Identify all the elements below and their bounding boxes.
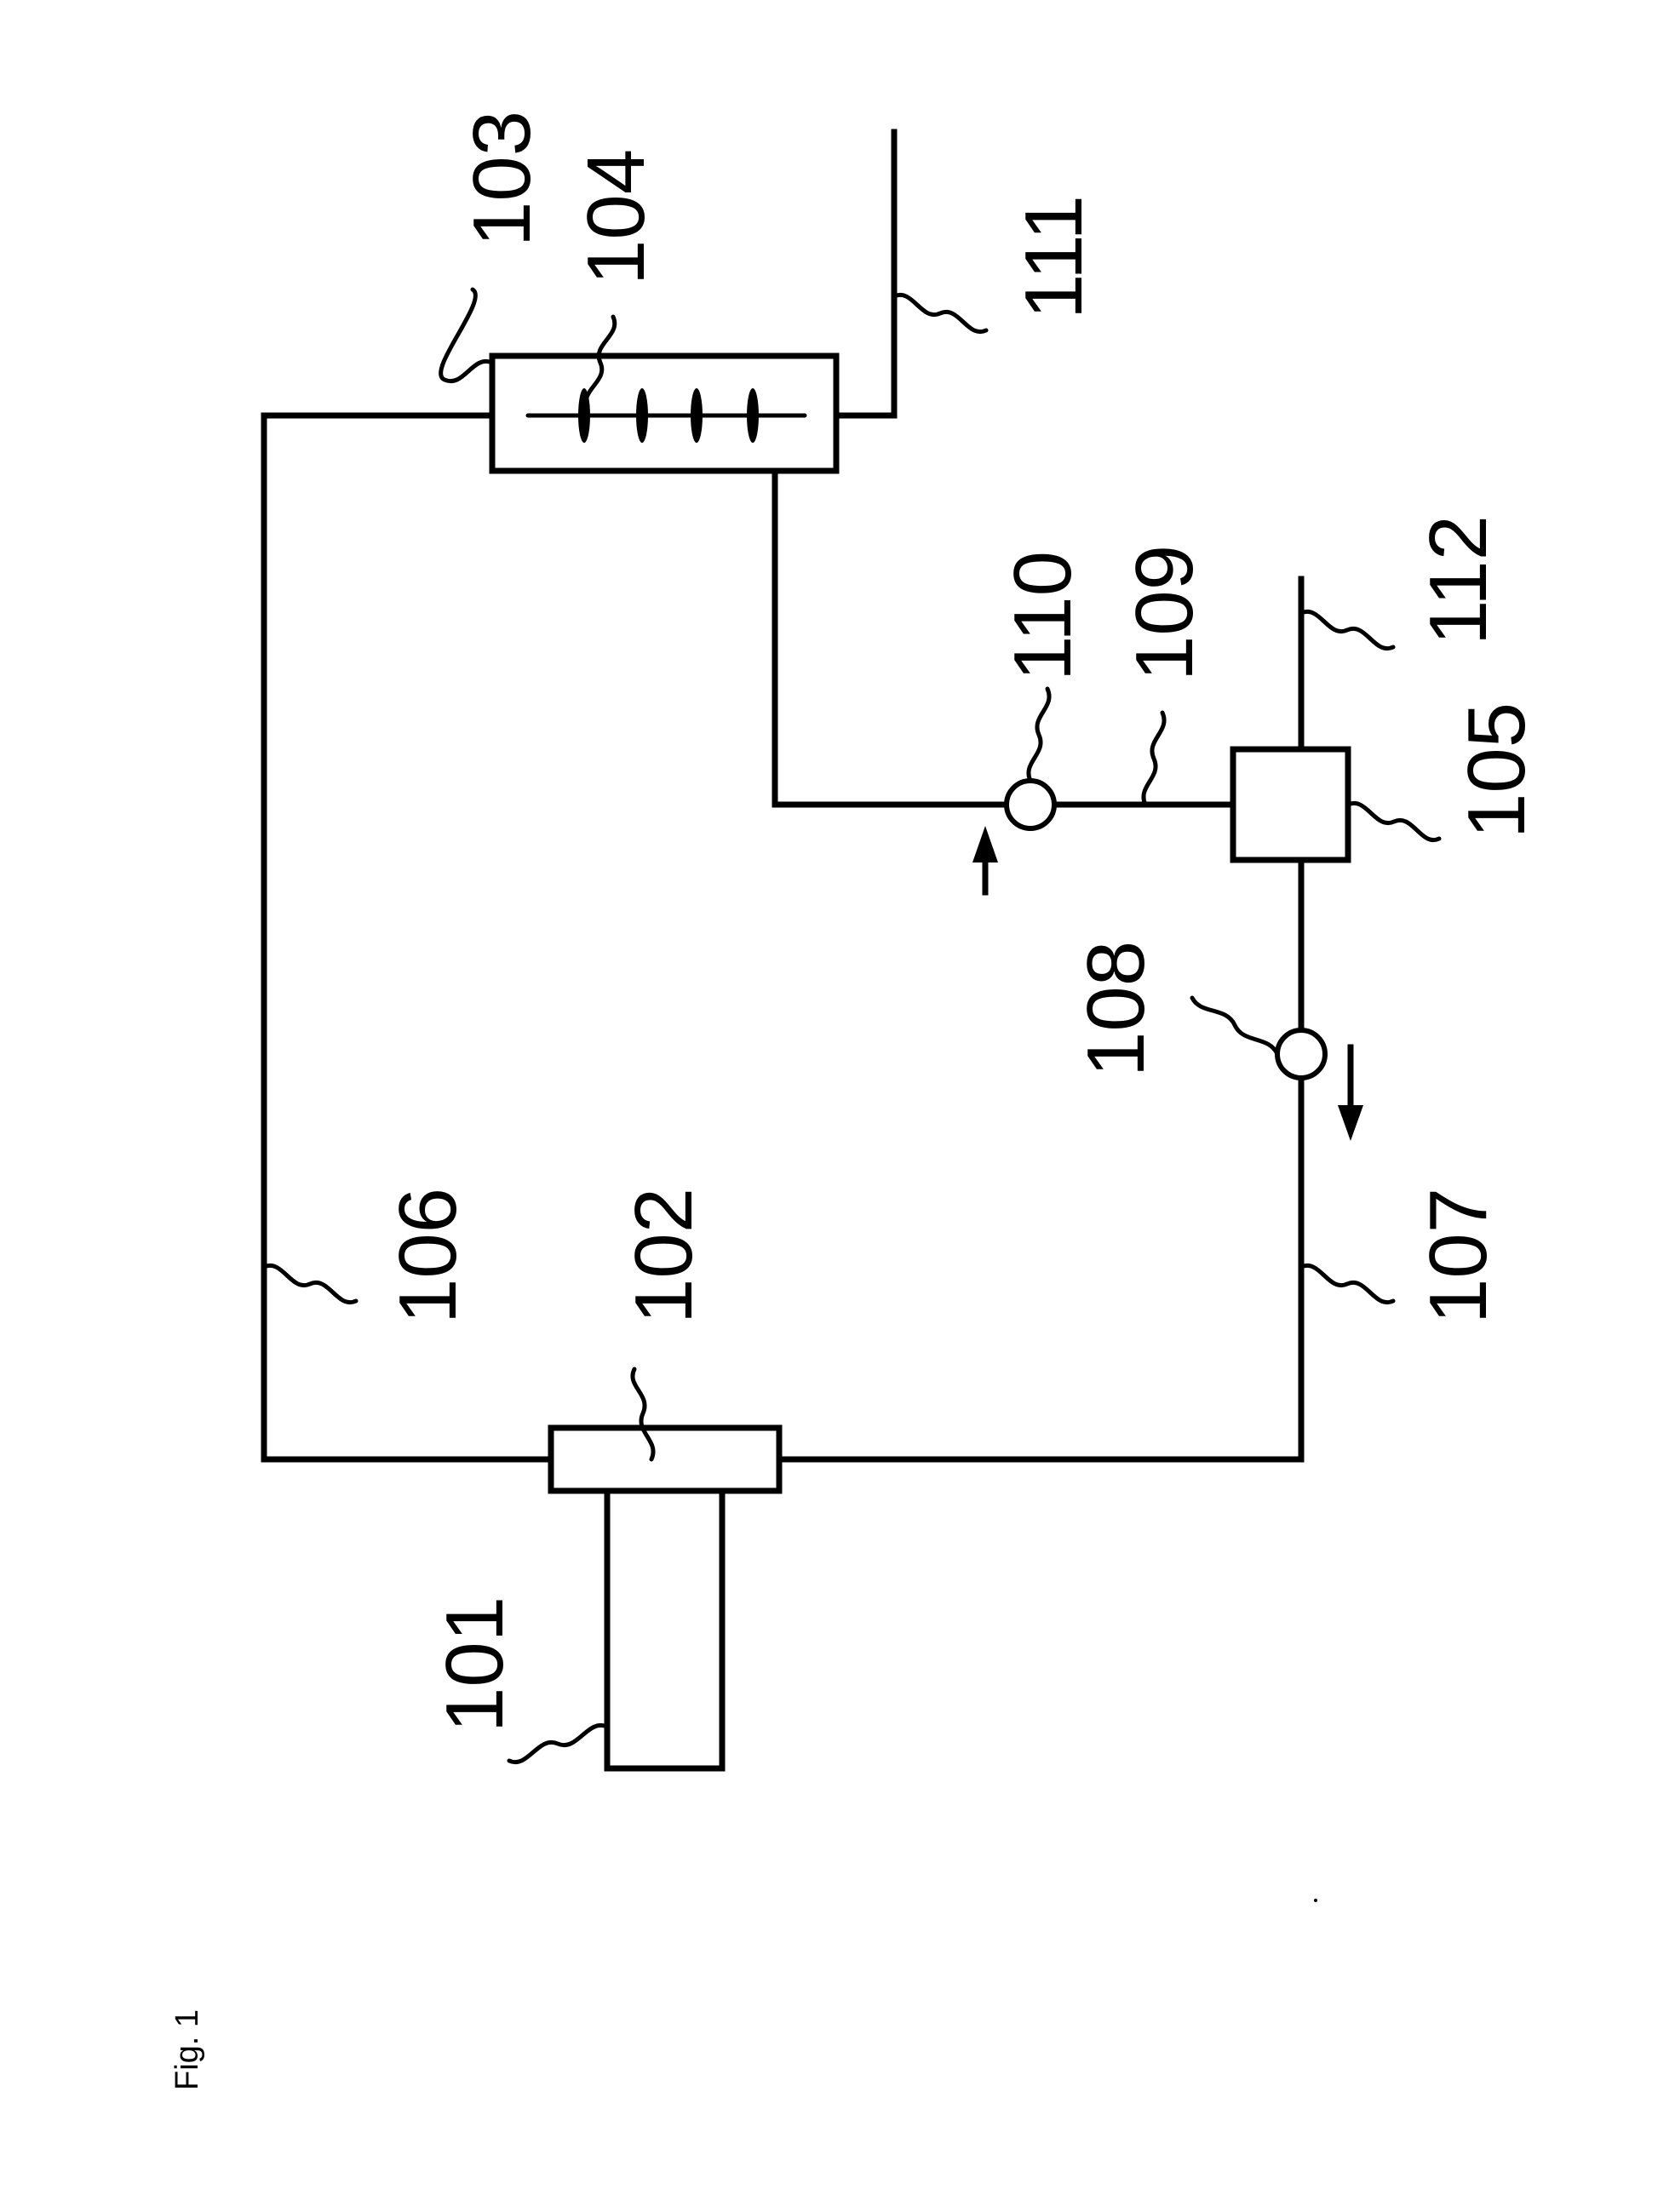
pump-108 [1277, 1030, 1325, 1078]
ref-106: 106 [382, 1188, 473, 1324]
ref-101: 101 [429, 1596, 520, 1733]
ref-103: 103 [456, 111, 548, 247]
element-104-disc [691, 388, 703, 443]
component-105 [1233, 749, 1348, 860]
ref-110: 110 [997, 551, 1088, 681]
leader-107 [1301, 1265, 1393, 1302]
leader-108 [1192, 998, 1277, 1054]
element-104-disc [636, 388, 648, 443]
line-107 [779, 860, 1301, 1459]
leader-106 [264, 1265, 356, 1302]
pump-110 [1007, 781, 1054, 828]
ref-108: 108 [1070, 941, 1162, 1077]
leader-109 [1144, 713, 1164, 805]
leader-101 [509, 1725, 607, 1762]
flow-arrow-108-head [1338, 1105, 1363, 1141]
ref-102: 102 [618, 1188, 709, 1324]
ref-107: 107 [1413, 1188, 1504, 1324]
leader-103 [441, 289, 492, 381]
ref-109: 109 [1119, 545, 1210, 681]
leader-105 [1348, 803, 1439, 840]
ref-105: 105 [1451, 702, 1542, 839]
scan-speck [1314, 1899, 1317, 1902]
ref-112: 112 [1413, 515, 1504, 645]
ref-104: 104 [571, 149, 662, 285]
component-102 [551, 1428, 779, 1491]
ref-111: 111 [1008, 195, 1099, 319]
figure-caption: Fig. 1 [169, 2009, 205, 2090]
outlet-line-111 [836, 132, 894, 415]
leader-112 [1301, 611, 1393, 648]
leader-111 [894, 295, 986, 331]
leader-110 [1029, 689, 1049, 781]
component-101 [607, 1487, 722, 1768]
element-104-disc [747, 388, 759, 443]
flow-arrow-110-head [972, 826, 998, 862]
